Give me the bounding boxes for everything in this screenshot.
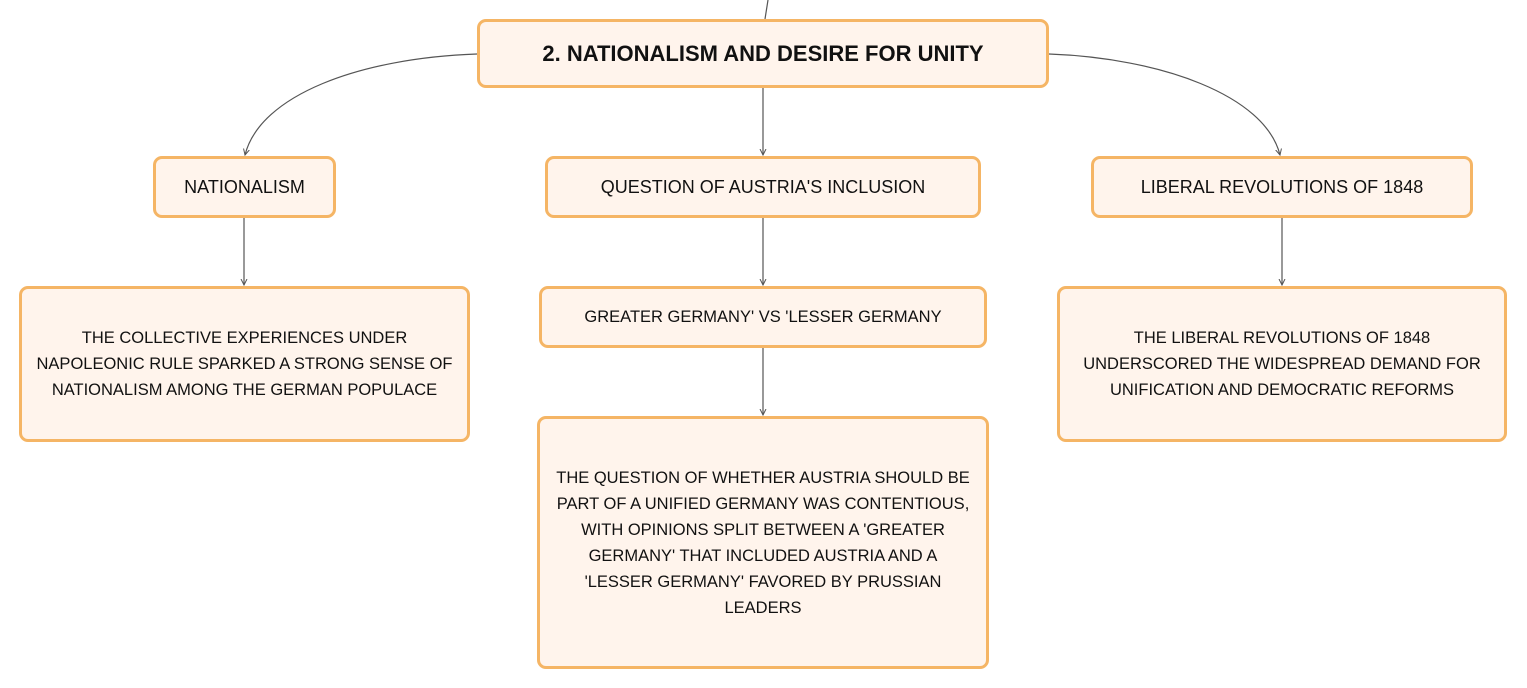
- connector-root-liberal: [1048, 53, 1280, 155]
- node-nationalism-description-text: THE COLLECTIVE EXPERIENCES UNDER NAPOLEO…: [36, 329, 453, 399]
- root-node-label: 2. NATIONALISM AND DESIRE FOR UNITY: [542, 40, 984, 66]
- node-greater-vs-lesser-germany[interactable]: GREATER GERMANY' VS 'LESSER GERMANY: [539, 286, 987, 348]
- node-austria-inclusion-description[interactable]: THE QUESTION OF WHETHER AUSTRIA SHOULD B…: [537, 416, 989, 669]
- node-nationalism[interactable]: NATIONALISM: [153, 156, 336, 218]
- node-nationalism-description[interactable]: THE COLLECTIVE EXPERIENCES UNDER NAPOLEO…: [19, 286, 470, 442]
- node-austria-inclusion-label: QUESTION OF AUSTRIA'S INCLUSION: [600, 176, 926, 197]
- node-austria-inclusion[interactable]: QUESTION OF AUSTRIA'S INCLUSION: [545, 156, 981, 218]
- node-liberal-revolutions[interactable]: LIBERAL REVOLUTIONS OF 1848: [1091, 156, 1473, 218]
- node-liberal-revolutions-description-text: THE LIBERAL REVOLUTIONS OF 1848 UNDERSCO…: [1083, 329, 1481, 399]
- connector-root-nationalism: [245, 53, 478, 155]
- node-liberal-revolutions-description[interactable]: THE LIBERAL REVOLUTIONS OF 1848 UNDERSCO…: [1057, 286, 1507, 442]
- root-node[interactable]: 2. NATIONALISM AND DESIRE FOR UNITY: [477, 19, 1049, 88]
- node-nationalism-label: NATIONALISM: [184, 176, 305, 197]
- connector-incoming: [764, 0, 769, 20]
- node-liberal-revolutions-label: LIBERAL REVOLUTIONS OF 1848: [1140, 176, 1424, 197]
- node-austria-inclusion-description-text: THE QUESTION OF WHETHER AUSTRIA SHOULD B…: [556, 468, 970, 617]
- node-greater-vs-lesser-germany-label: GREATER GERMANY' VS 'LESSER GERMANY: [584, 308, 942, 326]
